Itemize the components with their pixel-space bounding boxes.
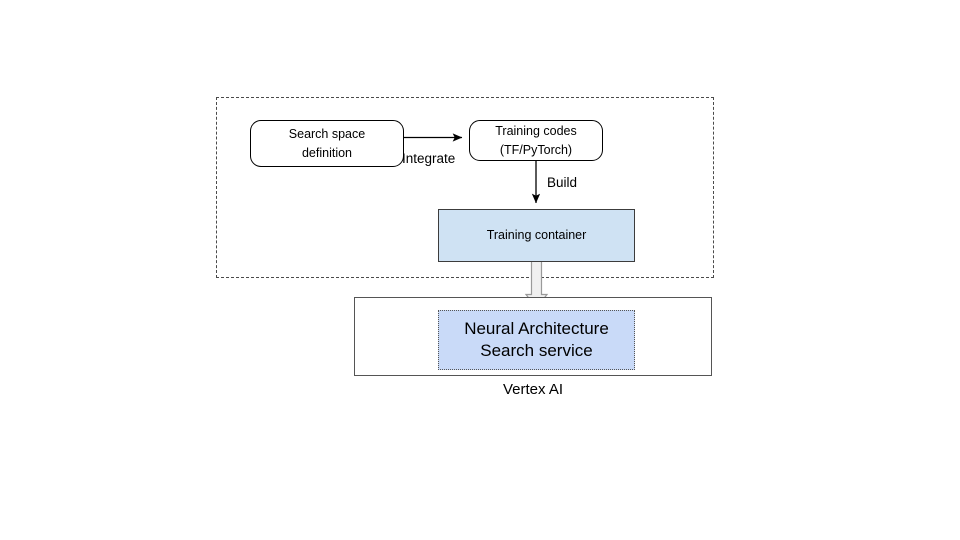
node-training-codes[interactable]: Training codes (TF/PyTorch) xyxy=(469,120,603,161)
node-training-container[interactable]: Training container xyxy=(438,209,635,262)
dashed-group-container xyxy=(216,97,714,278)
node-neural-architecture-search-service[interactable]: Neural Architecture Search service xyxy=(438,310,635,370)
node-nas-service-line2: Search service xyxy=(480,341,593,360)
node-search-space-line1: Search space xyxy=(288,127,366,142)
edge-label-build: Build xyxy=(547,175,578,190)
label-vertex-ai: Vertex AI xyxy=(502,381,564,398)
node-nas-service-line1: Neural Architecture xyxy=(464,319,609,339)
edge-label-integrate: Integrate xyxy=(402,151,456,166)
node-training-codes-line2: (TF/PyTorch) xyxy=(499,142,573,157)
node-training-codes-line1: Training codes xyxy=(495,124,577,139)
node-training-container-label: Training container xyxy=(486,227,587,242)
node-search-space-line2: definition xyxy=(301,145,353,160)
node-search-space-definition[interactable]: Search space definition xyxy=(250,120,404,167)
